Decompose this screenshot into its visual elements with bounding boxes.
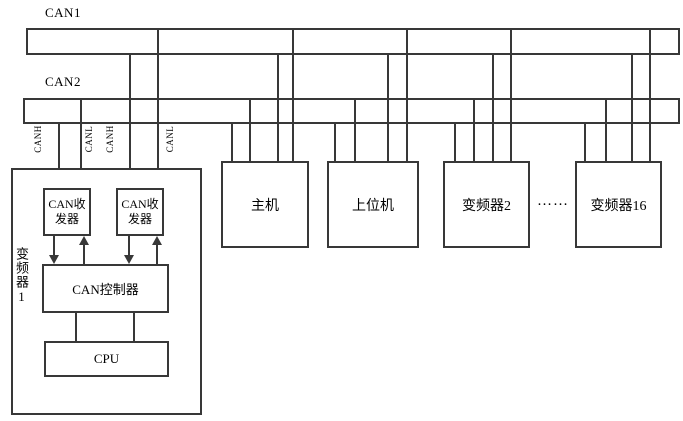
inv16-can2-canh-wire bbox=[584, 122, 586, 162]
can-controller-box: CAN控制器 bbox=[42, 264, 169, 313]
inv2-can2-canl-wire bbox=[473, 98, 475, 162]
cpu-label: CPU bbox=[93, 351, 120, 366]
inv2-can1-canl-wire bbox=[510, 28, 512, 162]
host-can1-canh-wire bbox=[277, 53, 279, 162]
inv1-can1-canl-wire bbox=[157, 28, 159, 188]
can1-bus-label: CAN1 bbox=[45, 5, 81, 20]
t1-up-arrow-icon bbox=[79, 236, 89, 245]
inv16-can2-canl-wire bbox=[605, 98, 607, 162]
can-transceiver2-label-line1: CAN收 bbox=[121, 197, 159, 211]
t2-down-arrow-icon bbox=[124, 255, 134, 264]
inv1-can2-canh-wire bbox=[58, 122, 60, 188]
t2-down-arrow-line bbox=[128, 236, 130, 257]
t1-down-arrow-line bbox=[53, 236, 55, 257]
host-can2-canh-wire bbox=[231, 122, 233, 162]
host-can1-canl-wire bbox=[292, 28, 294, 162]
inverter2-label: 变频器2 bbox=[462, 198, 511, 214]
inverter16-label: 变频器16 bbox=[590, 198, 647, 214]
controller-cpu-link-left bbox=[75, 313, 77, 341]
host-box: 主机 bbox=[221, 161, 309, 248]
ellipsis-dots: …… bbox=[537, 193, 569, 209]
inverter1-label: 变频器1 bbox=[14, 247, 29, 305]
can-controller-label: CAN控制器 bbox=[72, 282, 139, 297]
t1-down-arrow-icon bbox=[49, 255, 59, 264]
can-transceiver1-box: CAN收 发器 bbox=[43, 188, 91, 236]
upper-can1-canh-wire bbox=[387, 53, 389, 162]
can1-bus bbox=[26, 28, 680, 55]
inverter16-box: 变频器16 bbox=[575, 161, 662, 248]
inv16-can1-canh-wire bbox=[631, 53, 633, 162]
can-transceiver2-label-line2: 发器 bbox=[127, 212, 152, 226]
t1-up-arrow-line bbox=[83, 243, 85, 264]
can2-bus bbox=[23, 98, 680, 124]
upper-can1-canl-wire bbox=[406, 28, 408, 162]
host-label: 主机 bbox=[251, 198, 279, 214]
can-transceiver1-label-line1: CAN收 bbox=[48, 197, 86, 211]
inv2-can2-canh-wire bbox=[454, 122, 456, 162]
can-transceiver1-label-line2: 发器 bbox=[54, 212, 79, 226]
canh-wire-label-1: CANH bbox=[33, 125, 43, 153]
inv2-can1-canh-wire bbox=[492, 53, 494, 162]
host-can2-canl-wire bbox=[249, 98, 251, 162]
upper-computer-box: 上位机 bbox=[327, 161, 419, 248]
inv1-can1-canh-wire bbox=[129, 53, 131, 188]
upper-can2-canh-wire bbox=[334, 122, 336, 162]
t2-up-arrow-line bbox=[156, 243, 158, 264]
controller-cpu-link-right bbox=[133, 313, 135, 341]
cpu-box: CPU bbox=[44, 341, 169, 377]
inverter2-box: 变频器2 bbox=[443, 161, 530, 248]
canl-wire-label-1: CANL bbox=[84, 125, 94, 153]
canl-wire-label-2: CANL bbox=[165, 125, 175, 153]
canh-wire-label-2: CANH bbox=[105, 125, 115, 153]
can2-bus-label: CAN2 bbox=[45, 74, 81, 89]
can-transceiver2-box: CAN收 发器 bbox=[116, 188, 164, 236]
upper-can2-canl-wire bbox=[354, 98, 356, 162]
upper-computer-label: 上位机 bbox=[352, 198, 394, 214]
inv16-can1-canl-wire bbox=[649, 28, 651, 162]
inv1-can2-canl-wire bbox=[80, 98, 82, 188]
t2-up-arrow-icon bbox=[152, 236, 162, 245]
